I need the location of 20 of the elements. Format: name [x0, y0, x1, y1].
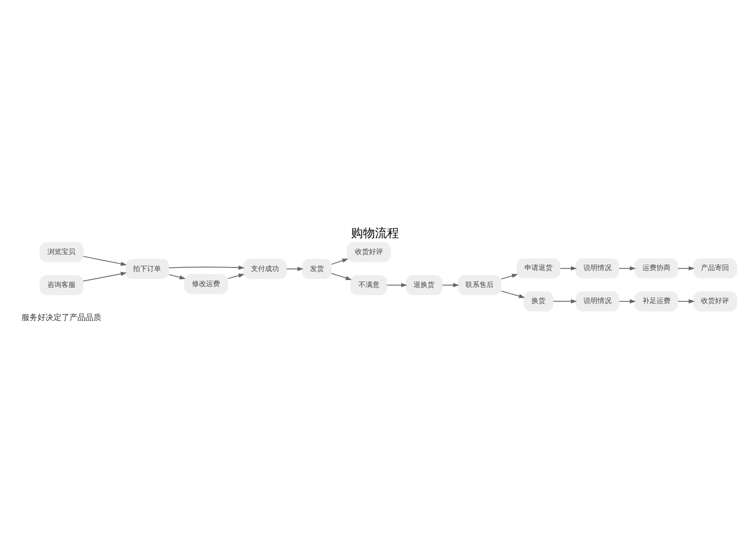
arrow — [168, 265, 245, 270]
arrow — [442, 282, 460, 287]
arrow — [82, 255, 127, 266]
arrow — [560, 266, 577, 270]
arrow — [500, 273, 518, 279]
arrow — [618, 298, 636, 303]
label: 服务好决定了产品品质 — [22, 312, 102, 322]
arrow — [678, 298, 695, 303]
arrow — [500, 290, 526, 298]
arrow — [552, 298, 577, 303]
arrow — [82, 271, 127, 282]
arrow — [227, 273, 245, 278]
arrow — [331, 272, 352, 280]
arrow — [618, 266, 636, 270]
arrow — [168, 274, 186, 279]
arrow — [386, 282, 408, 287]
arrow — [678, 266, 695, 270]
arrow — [331, 258, 348, 264]
diagram-title: 购物流程 — [351, 225, 399, 240]
arrow — [286, 266, 304, 271]
